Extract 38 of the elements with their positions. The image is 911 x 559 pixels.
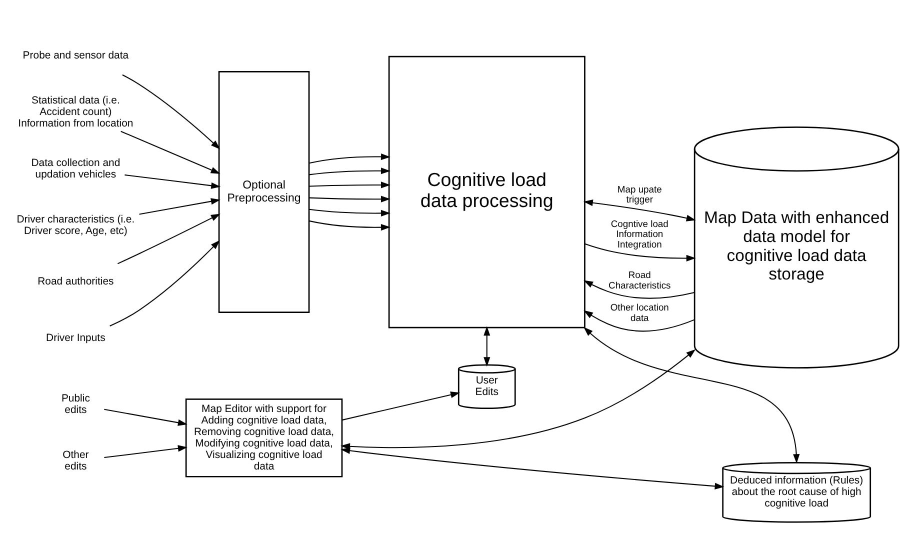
arrow — [309, 182, 390, 188]
edge-label: Map upate trigger — [617, 183, 662, 205]
arrow — [309, 220, 390, 231]
edge-label: Road Characteristics — [608, 269, 671, 291]
node-box: Optional Preprocessing — [218, 71, 310, 314]
node-text: Driver characteristics (i.e. Driver score, Age, etc) — [16, 214, 135, 237]
arrow — [122, 74, 220, 150]
node-box: Map Editor with support for Adding cognitive load data, Removing cognitive load data, Modifying cognitive load data, Visualizing cognitive load data — [185, 398, 343, 478]
arrow — [584, 243, 696, 262]
arrow — [120, 130, 220, 174]
node-text: Other edits — [62, 450, 89, 472]
arrow — [309, 153, 390, 164]
edge-label: Cogntive load Information Integration — [610, 218, 668, 250]
arrow — [139, 198, 220, 215]
node-text: Public edits — [61, 393, 90, 416]
arrow — [309, 168, 390, 176]
arrow — [104, 445, 188, 458]
arrow — [484, 326, 490, 367]
node-text: Driver Inputs — [46, 333, 106, 344]
arrow — [584, 280, 694, 299]
node-box: Cognitive load data processing — [388, 56, 586, 328]
arrow — [340, 349, 696, 450]
node-text: Statistical data (i.e. Accident count) Information from location — [18, 96, 134, 130]
arrow — [124, 174, 221, 189]
node-text: Road authorities — [38, 276, 114, 288]
arrow — [110, 240, 220, 326]
arrow — [584, 326, 800, 464]
arrow — [340, 447, 724, 490]
arrow — [583, 200, 696, 222]
node-text: Data collection and updation vehicles — [31, 158, 120, 180]
arrow — [117, 214, 220, 264]
node-text: Probe and sensor data — [22, 50, 129, 62]
arrow — [309, 196, 390, 202]
arrow — [342, 392, 460, 421]
edge-label: Other location data — [610, 301, 669, 323]
arrow — [104, 408, 188, 426]
arrow — [584, 310, 694, 332]
arrow — [309, 208, 390, 216]
